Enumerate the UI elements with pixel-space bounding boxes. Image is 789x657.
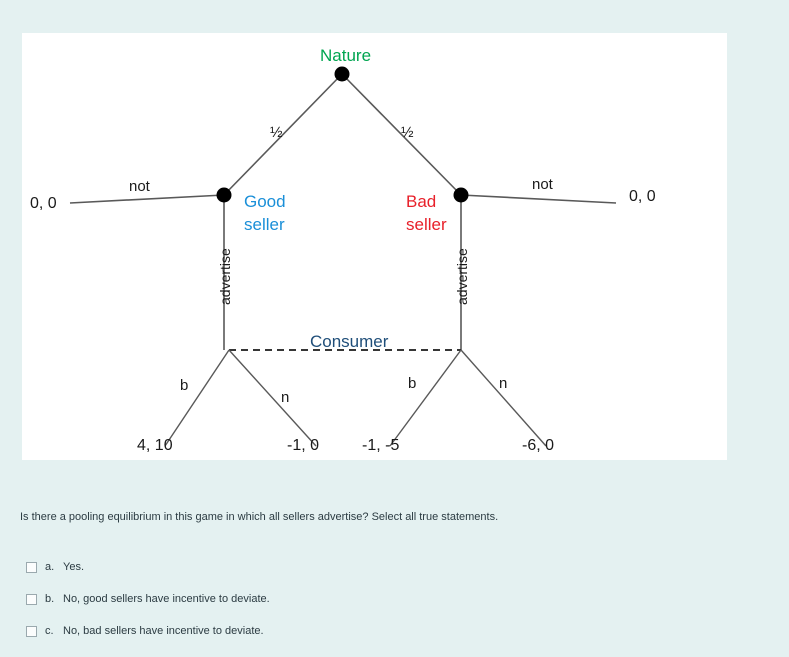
edge-left-consumer-not-buy <box>228 349 317 447</box>
node-nature <box>334 66 350 82</box>
edge-left-consumer-buy <box>164 349 230 447</box>
good-seller-advertise-label: advertise <box>217 248 233 305</box>
bad-seller-advertise-label: advertise <box>454 248 470 305</box>
checkbox-option-a[interactable] <box>26 561 37 573</box>
option-row-b[interactable]: b. No, good sellers have incentive to de… <box>26 593 526 605</box>
edge-nature-to-good-seller <box>223 73 343 196</box>
edge-right-consumer-buy <box>389 349 462 447</box>
edge-good-seller-not <box>69 194 225 204</box>
right-consumer-not-buy-label: n <box>499 375 508 392</box>
bad-seller-not-label: not <box>532 176 553 193</box>
bad-seller-label-line2: seller <box>406 215 447 234</box>
payoff-bad-not: 0, 0 <box>629 188 656 205</box>
node-good-seller <box>216 187 232 203</box>
option-row-c[interactable]: c. No, bad sellers have incentive to dev… <box>26 625 526 637</box>
right-consumer-buy-label: b <box>408 375 417 392</box>
payoff-good-not: 0, 0 <box>30 195 57 212</box>
checkbox-option-c[interactable] <box>26 625 37 637</box>
bad-seller-label-line1: Bad <box>406 192 437 211</box>
payoff-good-advertise-buy: 4, 10 <box>137 437 173 454</box>
probability-left-label: ½ <box>270 124 283 141</box>
consumer-label: Consumer <box>310 332 389 351</box>
payoff-bad-advertise-not: -6, 0 <box>522 437 555 454</box>
good-seller-not-label: not <box>129 178 150 195</box>
payoff-bad-advertise-buy: -1, -5 <box>362 437 400 454</box>
probability-right-label: ½ <box>401 124 414 141</box>
option-row-a[interactable]: a. Yes. <box>26 561 526 573</box>
edge-nature-to-bad-seller <box>341 73 462 196</box>
game-tree-graphic <box>69 66 617 447</box>
question-prompt: Is there a pooling equilibrium in this g… <box>20 511 499 523</box>
game-tree-canvas: Nature Good seller Bad seller Consumer ½… <box>22 33 727 460</box>
option-text-b: No, good sellers have incentive to devia… <box>63 593 270 605</box>
option-letter-c: c. <box>45 625 54 637</box>
option-letter-b: b. <box>45 593 55 605</box>
good-seller-label-line2: seller <box>244 215 285 234</box>
answer-options-list: a. Yes. b. No, good sellers have incenti… <box>26 561 526 657</box>
edge-bad-seller-not <box>460 194 617 204</box>
checkbox-option-b[interactable] <box>26 593 37 605</box>
node-bad-seller <box>453 187 469 203</box>
payoff-good-advertise-not: -1, 0 <box>287 437 320 454</box>
edge-right-consumer-not-buy <box>460 349 547 447</box>
left-consumer-buy-label: b <box>180 377 189 394</box>
left-consumer-not-buy-label: n <box>281 389 290 406</box>
option-text-c: No, bad sellers have incentive to deviat… <box>63 625 264 637</box>
option-letter-a: a. <box>45 561 55 573</box>
nature-label: Nature <box>320 46 372 65</box>
good-seller-label-line1: Good <box>244 192 286 211</box>
option-text-a: Yes. <box>63 561 85 573</box>
